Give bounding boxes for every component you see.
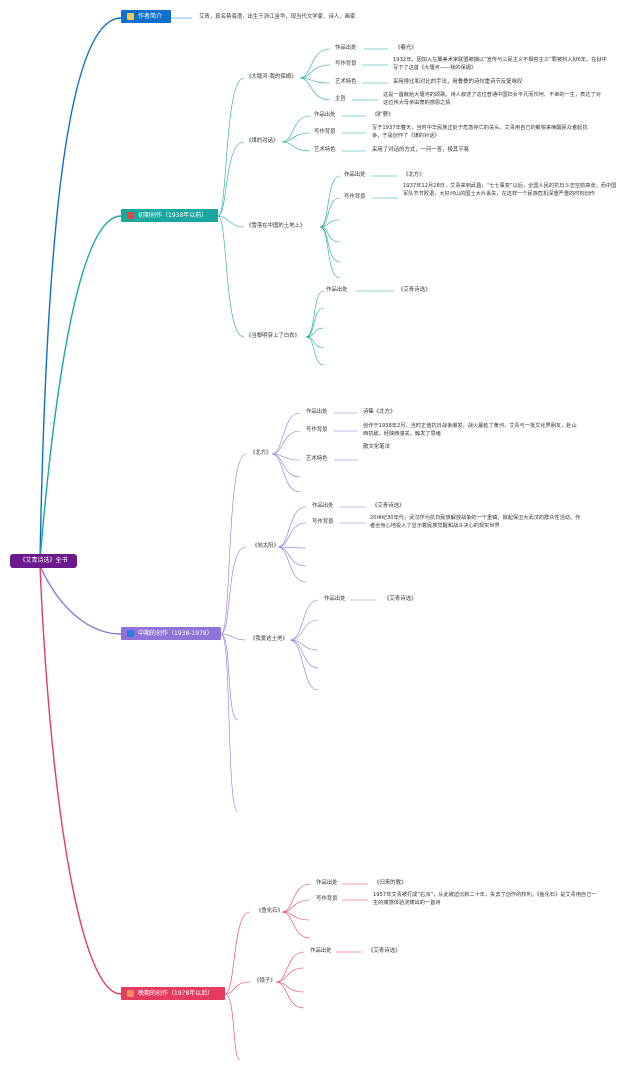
attr-value: 诗集《北方》 (363, 409, 396, 415)
branch-late[interactable]: 晚期的创作（1978年以后） (121, 987, 225, 1000)
attr-label: 写作背景 (344, 194, 366, 200)
branch-middle-label: 中期的创作（1938-1978） (138, 630, 213, 637)
fish-icon (127, 990, 134, 997)
attr-label: 写作背景 (314, 129, 336, 135)
branch-author[interactable]: 作者简介 (121, 10, 171, 23)
attr-value: 《归来的歌》 (374, 880, 407, 886)
late-edges (224, 883, 368, 1061)
attr-label: 作品出处 (335, 45, 357, 51)
attr-label: 艺术特色 (335, 79, 357, 85)
attr-value: 《北方》 (403, 172, 425, 178)
attr-label: 艺术特色 (306, 456, 328, 462)
branch-author-label: 作者简介 (138, 13, 163, 20)
edge-root-middle (39, 565, 122, 635)
poem-title[interactable]: 《镜子》 (254, 978, 276, 984)
attr-value: 《春光》 (395, 45, 417, 51)
branch-early[interactable]: 初期创作（1938年以前） (121, 209, 218, 222)
attr-label: 作品出处 (324, 596, 346, 602)
poem-title[interactable]: 《向太阳》 (252, 543, 279, 549)
attr-value: 《艾青诗选》 (384, 596, 417, 602)
edge-root-early (39, 215, 122, 561)
attr-label: 写作背景 (316, 896, 338, 902)
attr-label: 作品出处 (306, 409, 328, 415)
attr-label: 作品出处 (316, 880, 338, 886)
edge-root-late (39, 565, 122, 995)
attr-label: 写作背景 (335, 61, 357, 67)
poem-title[interactable]: 《雪落在中国的土地上》 (246, 223, 306, 229)
attr-value: 《艾青诗选》 (368, 948, 401, 954)
attr-label: 写作背景 (312, 519, 334, 525)
attr-value: 1932年，因加入左翼美术家联盟被捕以“宣传与三民主义不相容主义”罪被判入狱6年… (393, 57, 607, 71)
attr-value: 1937年12月28日，艾青来到武昌，“七七事变”以后，全国人民的抗日斗志空前高… (403, 183, 617, 197)
attr-label: 作品出处 (326, 287, 348, 293)
attr-value: 《艾青诗选》 (372, 503, 405, 509)
portrait-icon (127, 13, 134, 20)
branch-early-label: 初期创作（1938年以前） (138, 212, 208, 219)
attr-value: 采用了对话的方式，一问一答，极其平易 (372, 147, 470, 153)
poem-title[interactable]: 《煤的对话》 (246, 138, 279, 144)
attr-value: 写于1937年春天，当时中华民族正处于危急存亡的关头。艾青用自己的敏锐来唤醒民众… (372, 125, 588, 139)
attr-value: 散文化笔法 (363, 444, 390, 450)
attr-label: 作品出处 (344, 172, 366, 178)
poem-title[interactable]: 《北方》 (250, 450, 272, 456)
poem-title[interactable]: 《大堰河-我的保姆》 (246, 74, 297, 80)
attr-label: 主旨 (335, 96, 346, 102)
early-edges (217, 48, 398, 366)
square-icon (127, 212, 134, 219)
poem-title[interactable]: 《我爱这土地》 (250, 636, 288, 642)
attr-value: 《艾青诗选》 (398, 287, 431, 293)
middle-edges (220, 412, 376, 813)
branch-late-label: 晚期的创作（1978年以后） (138, 990, 214, 997)
attr-value: 创作于1938年2月，当时正值抗日战争爆发，战火蔓延了黄河，艾青与一批文化界朋友… (363, 423, 577, 437)
attr-label: 作品出处 (312, 503, 334, 509)
attr-label: 艺术特色 (314, 147, 336, 153)
attr-label: 写作背景 (306, 427, 328, 433)
attr-value: 《旷野》 (372, 112, 394, 118)
edge-root-author (39, 17, 122, 561)
author-description: 艾青，真名蒋海澄，出生于浙江金华，现当代文学家、诗人、画家 (199, 14, 356, 20)
attr-value: 采用排比和对比的手法，用叠叠的诗句重诗节反复咏叹 (393, 79, 523, 85)
attr-label: 作品出处 (310, 948, 332, 954)
poem-title[interactable]: 《当黎明穿上了白衣》 (246, 333, 300, 339)
attr-value: 这是一首献给大堰河的颂歌。诗人叙述了这位普通中国妇女平凡而坎坷、不幸的一生，表达… (383, 92, 601, 106)
attr-value: 20世纪30年代，武汉作为抗日民族解放战争的一个重镇，掀起保卫大武汉的群众性活动… (370, 515, 581, 529)
poem-title[interactable]: 《鱼化石》 (256, 908, 283, 914)
attr-label: 作品出处 (314, 112, 336, 118)
square-icon (127, 630, 134, 637)
attr-value: 1957年艾青被打成“右派”，从此被迫沉默二十年，失去了创作的权利。《鱼化石》是… (373, 892, 597, 906)
branch-middle[interactable]: 中期的创作（1938-1978） (121, 627, 221, 640)
root-node[interactable]: 《艾青诗选》全书 (10, 554, 77, 568)
